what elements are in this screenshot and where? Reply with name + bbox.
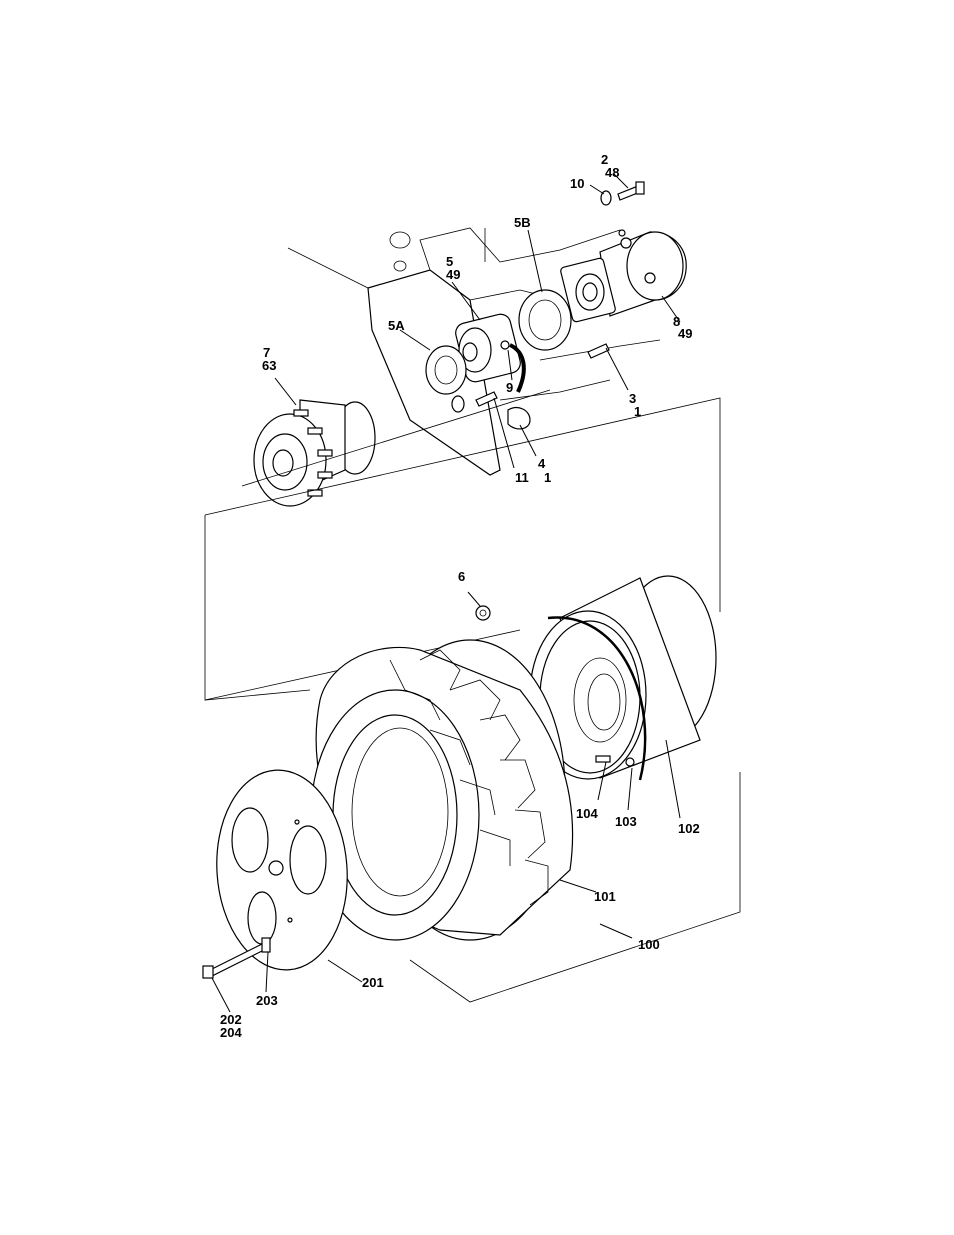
callout-1-bolt: 1 xyxy=(634,404,641,419)
callout-203: 203 xyxy=(256,993,278,1008)
callout-4: 4 xyxy=(538,456,546,471)
callout-49-adapter: 49 xyxy=(446,267,460,282)
callout-6: 6 xyxy=(458,569,465,584)
gasket-5a xyxy=(426,346,466,394)
bolt-2 xyxy=(601,182,644,205)
callout-11: 11 xyxy=(515,470,529,485)
callout-10: 10 xyxy=(570,176,584,191)
callout-204: 204 xyxy=(220,1025,242,1040)
tire xyxy=(311,640,573,940)
callout-102: 102 xyxy=(678,821,700,836)
callout-103: 103 xyxy=(615,814,637,829)
callout-100: 100 xyxy=(638,937,660,952)
callout-5b: 5B xyxy=(514,215,531,230)
callout-1-lower: 1 xyxy=(544,470,551,485)
callout-201: 201 xyxy=(362,975,384,990)
callout-63: 63 xyxy=(262,358,276,373)
gasket-5b xyxy=(519,290,571,350)
callout-49-motor: 49 xyxy=(678,326,692,341)
callout-5a: 5A xyxy=(388,318,405,333)
callout-101: 101 xyxy=(594,889,616,904)
lug-nut xyxy=(476,606,490,620)
callout-9: 9 xyxy=(506,380,513,395)
callout-104: 104 xyxy=(576,806,598,821)
callout-48: 48 xyxy=(605,165,619,180)
